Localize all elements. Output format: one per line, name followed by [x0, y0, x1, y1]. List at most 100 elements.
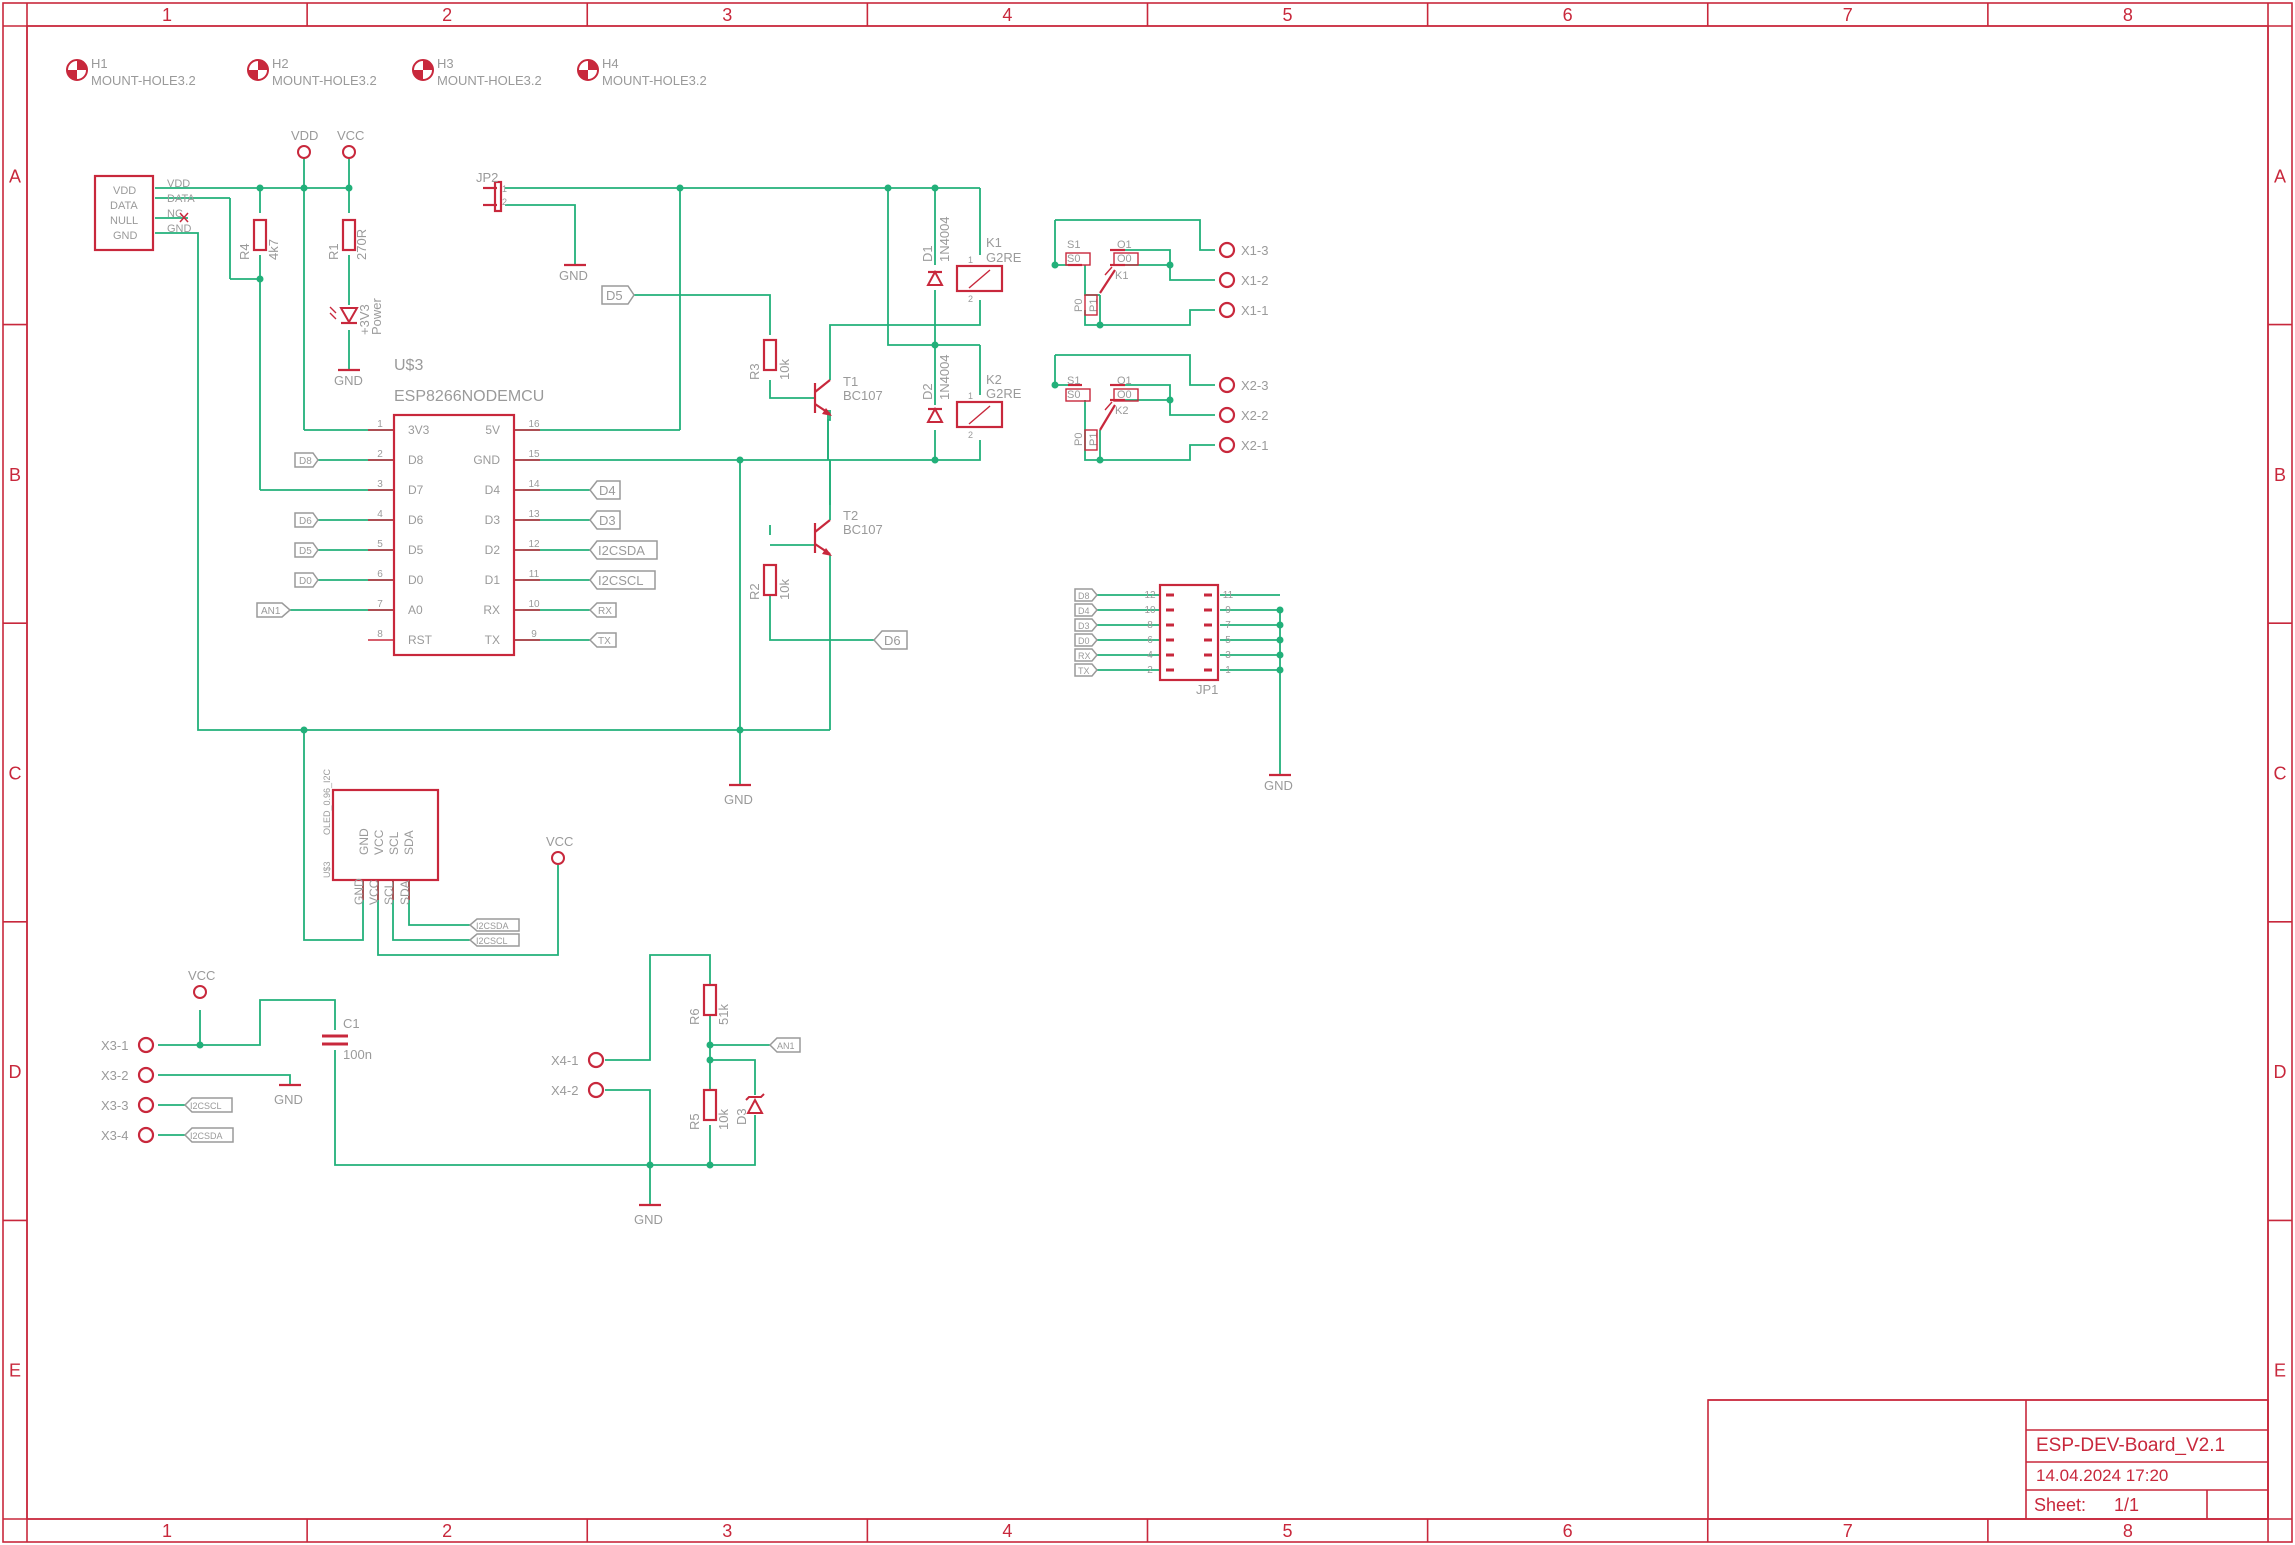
r5-name: R5: [687, 1113, 702, 1130]
x4-2-label: X4-2: [551, 1083, 578, 1098]
port-oled-i2csda-label: I2CSDA: [476, 921, 509, 931]
port-tx-right-label: TX: [598, 636, 611, 647]
port-d4-right: D4: [589, 480, 621, 500]
k2-switch-name: K2: [1115, 405, 1128, 417]
frame-col-label-top: 5: [1283, 5, 1293, 25]
resistor-r2: R2 10k: [747, 563, 792, 600]
gnd-jp2: GND: [559, 263, 588, 283]
vcc-label-oled: VCC: [546, 834, 573, 849]
gnd-transistors: GND: [724, 783, 753, 807]
x2-1-label: X2-1: [1241, 438, 1268, 453]
mcu-right-pin-name: D1: [485, 573, 501, 587]
x1-1-label: X1-1: [1241, 303, 1268, 318]
k1-switch-name: K1: [1115, 270, 1128, 282]
x2-3-label: X2-3: [1241, 378, 1268, 393]
port-d0-left: D0: [294, 572, 319, 588]
jp1-left-pin-number: 8: [1147, 620, 1153, 631]
h2-name: H2: [272, 56, 289, 71]
frame-row-label-right: D: [2274, 1062, 2287, 1082]
transistor-t1: T1 BC107: [813, 374, 883, 416]
k2-s0: S0: [1067, 389, 1080, 401]
port-d5-r3: D5: [601, 285, 635, 305]
sheet-value: 1/1: [2114, 1495, 2139, 1515]
port-d6-left: D6: [294, 512, 319, 528]
mcu-left-pin-name: D7: [408, 483, 424, 497]
h2-value: MOUNT-HOLE3.2: [272, 73, 377, 88]
title-block: ESP-DEV-Board_V2.1 14.04.2024 17:20 Shee…: [1707, 1399, 2269, 1520]
mcu-right-pin-number: 10: [528, 599, 540, 610]
c1-name: C1: [343, 1016, 360, 1031]
sensor-pin-null: NULL: [110, 215, 138, 227]
x1-2-label: X1-2: [1241, 273, 1268, 288]
diode-d2: D2 1N4004: [920, 354, 952, 423]
mcu-ports: D8 D6 D5 D0 AN1 D4 D3 I2CSDA: [256, 452, 658, 648]
frame-row-label-left: C: [9, 764, 22, 784]
k1-value: G2RE: [986, 250, 1022, 265]
frame-col-label-bottom: 6: [1563, 1521, 1573, 1541]
jumper-jp2: JP2 1 2: [476, 170, 507, 213]
mcu-right-pin-number: 14: [528, 479, 540, 490]
frame-col-label-bottom: 4: [1002, 1521, 1012, 1541]
oled-pin-scl-in: SCL: [387, 831, 401, 855]
k1-o0: O0: [1117, 253, 1132, 265]
d2-value: 1N4004: [937, 354, 952, 400]
frame-col-label-top: 6: [1563, 5, 1573, 25]
frame-col-label-bottom: 2: [442, 1521, 452, 1541]
port-d3-right-label: D3: [599, 513, 616, 528]
frame-col-label-top: 1: [162, 5, 172, 25]
d2-name: D2: [920, 383, 935, 400]
mcu-right-pin-number: 9: [531, 629, 537, 640]
k2-pin1: 1: [968, 391, 973, 401]
mcu-right-pin-number: 16: [528, 419, 540, 430]
sensor-net-gnd: GND: [167, 223, 192, 235]
frame-col-label-top: 2: [442, 5, 452, 25]
vcc-supply-x3: VCC: [188, 968, 215, 999]
mcu-right-pin-name: D2: [485, 543, 501, 557]
mcu-right-pin-name: D3: [485, 513, 501, 527]
port-d6-left-label: D6: [299, 516, 312, 527]
frame-row-label-left: E: [9, 1361, 21, 1381]
port-d6-r2-label: D6: [884, 633, 901, 648]
mcu-left-pin-name: D5: [408, 543, 424, 557]
mcu-left-pin-number: 3: [377, 479, 383, 490]
jp1-left-pin-number: 6: [1147, 635, 1153, 646]
oled-pin-sda-in: SDA: [402, 830, 416, 855]
gnd-x4: GND: [634, 1203, 663, 1227]
capacitor-c1: C1 100n: [322, 1016, 372, 1062]
resistor-r1: R1 270R: [326, 218, 369, 260]
relay-switch-k1: S1 S0 O1 O0 K1 P0 P1: [1065, 239, 1139, 316]
h3-value: MOUNT-HOLE3.2: [437, 73, 542, 88]
t2-value: BC107: [843, 522, 883, 537]
jp1-port-label: D8: [1078, 591, 1090, 601]
mcu-right-pin-name: GND: [473, 453, 500, 467]
mcu-left-pin-number: 2: [377, 449, 383, 460]
x4-1-label: X4-1: [551, 1053, 578, 1068]
oled-value: OLED_0.96_I2C: [322, 768, 332, 835]
mcu-right-pin-number: 13: [528, 509, 540, 520]
frame-row-label-left: A: [9, 166, 21, 186]
port-d5-left-label: D5: [299, 546, 312, 557]
port-oled-i2cscl-label: I2CSCL: [476, 936, 508, 946]
k2-value: G2RE: [986, 386, 1022, 401]
transistor-t2: T2 BC107: [813, 508, 883, 556]
sensor-pin-gnd: GND: [113, 230, 138, 242]
port-an1-left-label: AN1: [261, 606, 281, 617]
port-i2csda-right: I2CSDA: [589, 540, 658, 560]
port-d6-r2: D6: [872, 630, 908, 650]
frame-row-label-right: C: [2274, 764, 2287, 784]
mcu-left-pin-number: 7: [377, 599, 383, 610]
resistor-r6: R6 51k: [687, 983, 731, 1025]
x2-2-label: X2-2: [1241, 408, 1268, 423]
x3-1-label: X3-1: [101, 1038, 128, 1053]
jp1-port: [1074, 603, 1098, 617]
resistor-r4: R4 4k7: [237, 218, 281, 260]
port-x3-i2cscl: I2CSCL: [183, 1097, 233, 1113]
jp2-pin1: 1: [502, 184, 507, 194]
gnd-label-led: GND: [334, 373, 363, 388]
port-d8-left: D8: [294, 452, 319, 468]
frame-col-label-top: 3: [722, 5, 732, 25]
